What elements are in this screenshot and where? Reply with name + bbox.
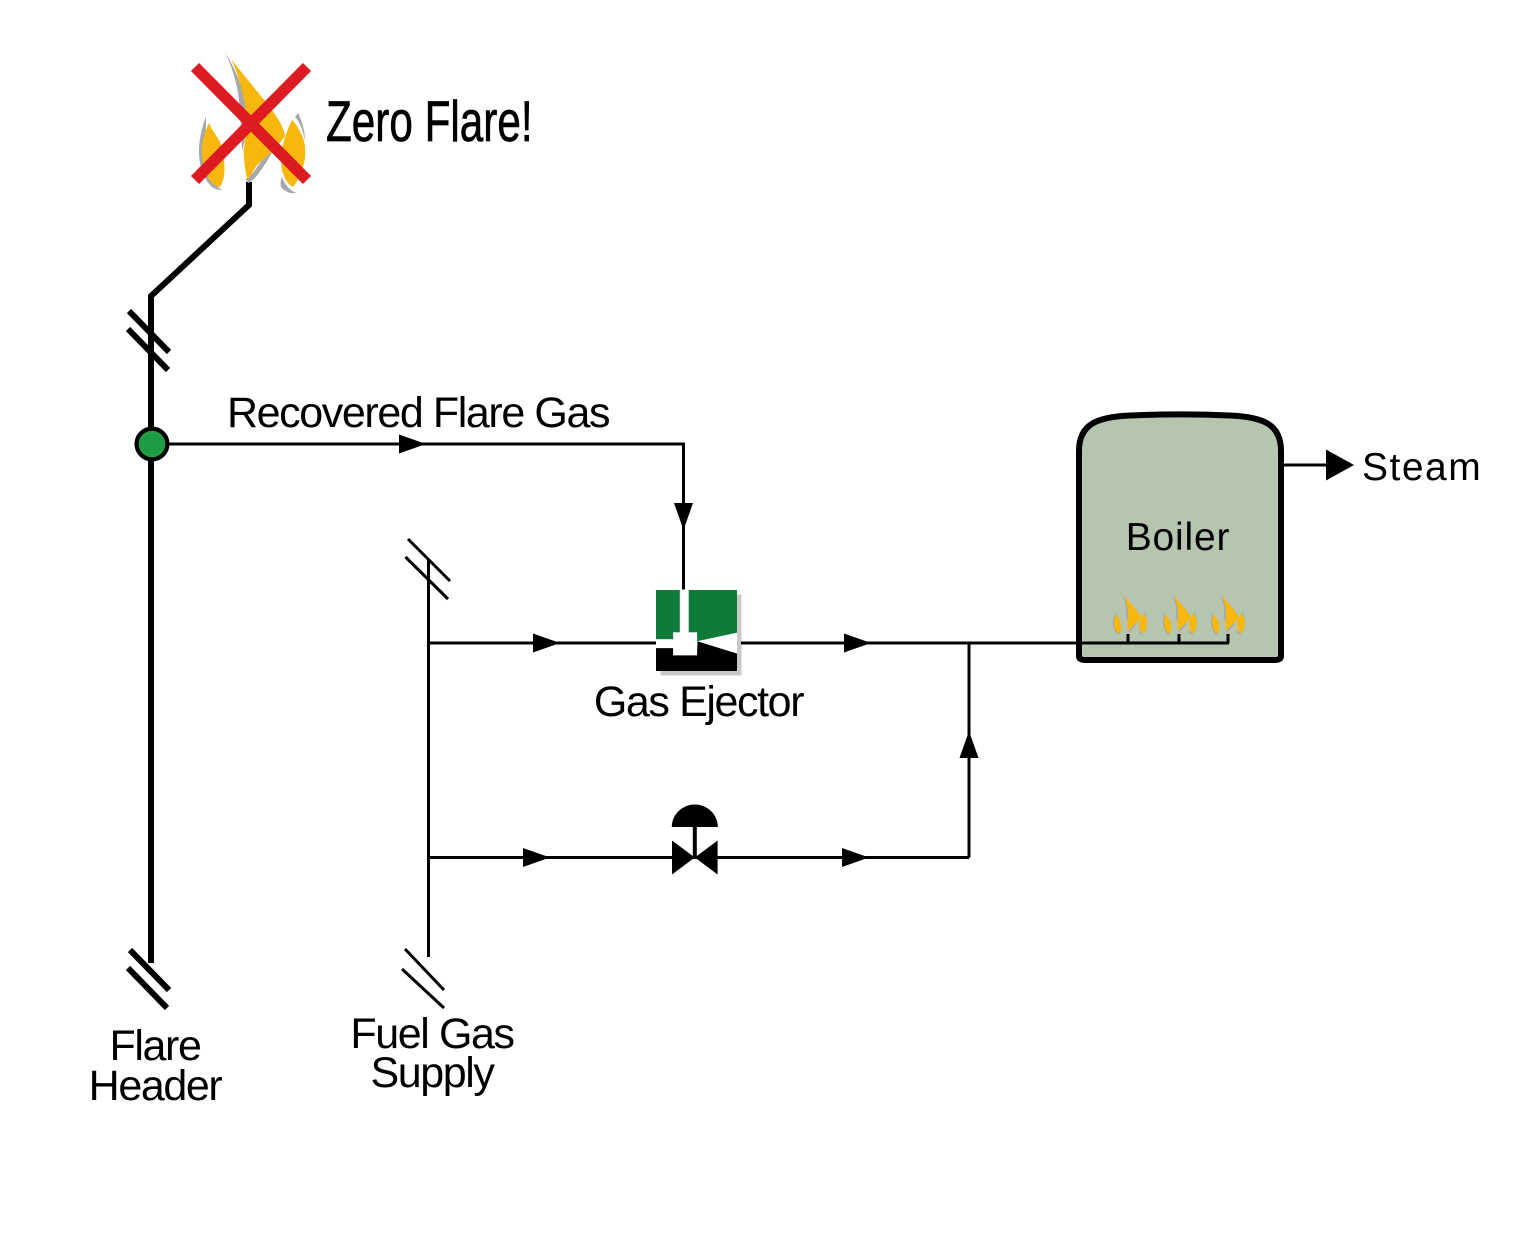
- svg-text:Boiler: Boiler: [1126, 516, 1231, 559]
- svg-text:Header: Header: [89, 1062, 223, 1110]
- svg-text:Recovered Flare Gas: Recovered Flare Gas: [227, 389, 609, 437]
- svg-text:Steam: Steam: [1362, 446, 1482, 489]
- svg-text:Supply: Supply: [370, 1049, 495, 1097]
- svg-text:Zero Flare!: Zero Flare!: [326, 89, 533, 154]
- svg-text:Flare: Flare: [110, 1022, 201, 1070]
- svg-text:Gas Ejector: Gas Ejector: [594, 678, 804, 726]
- svg-text:Fuel Gas: Fuel Gas: [350, 1010, 513, 1058]
